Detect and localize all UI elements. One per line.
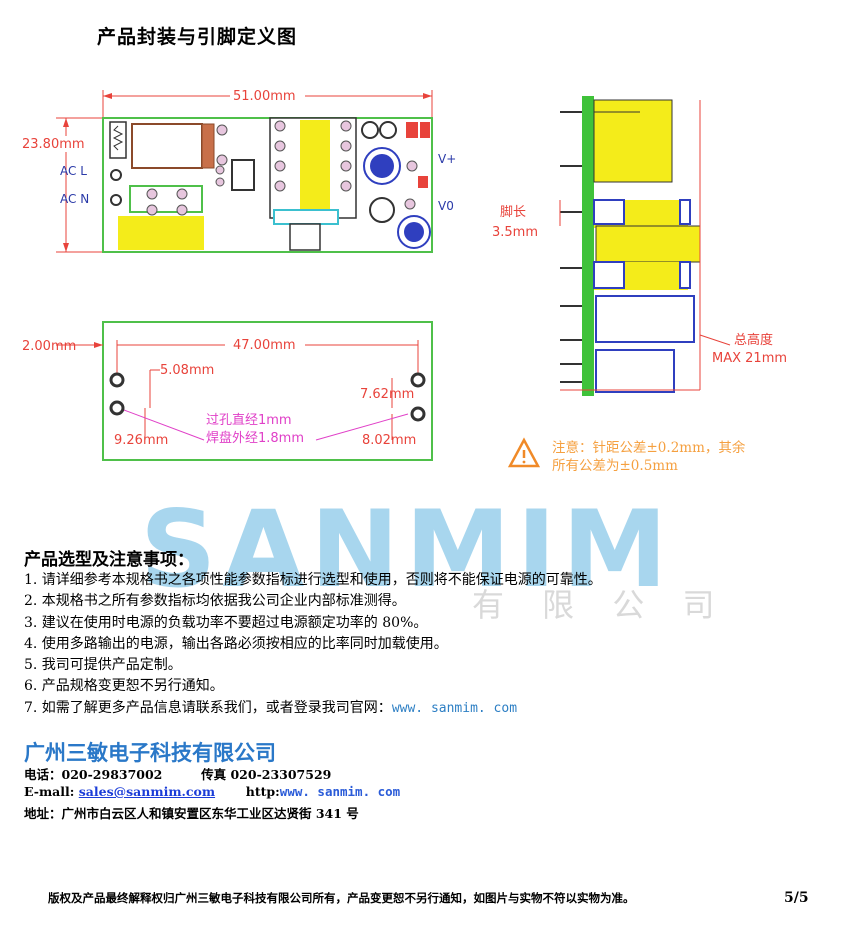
fax-number: 020-23307529 (230, 767, 332, 782)
note-7-text: 7. 如需了解更多产品信息请联系我们，或者登录我司官网： (24, 699, 392, 716)
label-v-plus: V+ (438, 152, 456, 166)
dim-9-26: 9.26mm (114, 433, 168, 448)
label-ac-n: AC N (60, 192, 89, 206)
note-item: 6. 产品规格变更恕不另行通知。 (24, 678, 224, 695)
http-link[interactable]: www. sanmim. com (279, 784, 401, 799)
label-ac-l: AC L (60, 164, 87, 178)
email-label: E-mall: (24, 784, 79, 799)
note-item: 4. 使用多路输出的电源，输出各路必须按相应的比率同时加载使用。 (24, 635, 448, 652)
email-line: E-mall: sales@sanmim.com http:www. sanmi… (24, 784, 400, 799)
phone-label: 电话： (24, 767, 62, 782)
pin-vplus-hole (410, 372, 426, 388)
note-item: 3. 建议在使用时电源的负载功率不要超过电源额定功率的 80%。 (24, 614, 428, 631)
phone-line: 电话：020-29837002 传真 020-23307529 (24, 764, 331, 783)
note-item-website: 7. 如需了解更多产品信息请联系我们，或者登录我司官网：www. sanmim.… (24, 698, 602, 719)
hole-diameter-label: 过孔直经1mm (206, 413, 292, 428)
fax-label: 传真 (201, 767, 227, 782)
dim-7-62: 7.62mm (360, 387, 414, 402)
notes-title: 产品选型及注意事项： (24, 550, 194, 570)
tolerance-warning: 注意：针距公差±0.2mm，其余 所有公差为±0.5mm (507, 437, 746, 474)
notes-list: 1. 请详细参考本规格书之各项性能参数指标进行选型和使用，否则将不能保证电源的可… (24, 570, 602, 719)
page-number: 5/5 (784, 890, 809, 906)
dim-8-02: 8.02mm (362, 433, 416, 448)
note-item: 5. 我司可提供产品定制。 (24, 657, 182, 674)
pin-ac-l-hole (109, 372, 125, 388)
total-height-label: 总高度 (734, 332, 773, 348)
pin-v0-hole (410, 406, 426, 422)
pad-diameter-label: 焊盘外经1.8mm (206, 430, 304, 446)
side-view: 脚长 3.5mm 总高度 MAX 21mm (492, 96, 787, 396)
bottom-dimensions: 2.00mm 47.00mm 5.08mm 9.26mm 7.62mm 8.02… (22, 338, 419, 448)
http-label: http: (245, 784, 280, 799)
pin-length-label: 脚长 (500, 204, 526, 220)
footer-copyright: 版权及产品最终解释权归广州三敏电子科技有限公司所有，产品变更恕不另行通知，如图片… (48, 891, 635, 905)
warning-line2: 所有公差为±0.5mm (552, 458, 678, 474)
address-line: 地址：广州市白云区人和镇安置区东华工业区达贤街 341 号 (24, 806, 359, 821)
top-dimension-height: 23.80mm (22, 117, 103, 253)
website-link[interactable]: www. sanmim. com (391, 700, 518, 716)
dim-47: 47.00mm (233, 338, 296, 353)
phone-number: 020-29837002 (61, 767, 163, 782)
top-dimension-width: 51.00mm (102, 89, 433, 118)
note-item: 2. 本规格书之所有参数指标均依据我公司企业内部标准测得。 (24, 593, 406, 610)
dim-2: 2.00mm (22, 339, 76, 354)
side-pcb (582, 96, 594, 396)
dim-5-08: 5.08mm (160, 363, 214, 378)
company-name: 广州三敏电子科技有限公司 (24, 741, 276, 765)
label-v0: V0 (438, 199, 454, 213)
total-height-value: MAX 21mm (712, 351, 787, 366)
brand-watermark: SANMIM (140, 488, 674, 611)
pin-length-value: 3.5mm (492, 225, 538, 240)
faded-watermark: 有 限 公 司 (472, 586, 729, 624)
dim-51: 51.00mm (233, 89, 296, 104)
note-item: 1. 请详细参考本规格书之各项性能参数指标进行选型和使用，否则将不能保证电源的可… (24, 572, 602, 588)
warning-line1: 注意：针距公差±0.2mm，其余 (552, 439, 746, 456)
package-diagram: 51.00mm 23.80mm AC L AC N V+ V0 (22, 89, 787, 474)
pin-ac-n-hole (109, 400, 125, 416)
warning-icon (507, 437, 541, 468)
email-link[interactable]: sales@sanmim.com (78, 784, 216, 799)
dim-23-8: 23.80mm (22, 137, 85, 152)
page-title: 产品封装与引脚定义图 (97, 26, 298, 48)
